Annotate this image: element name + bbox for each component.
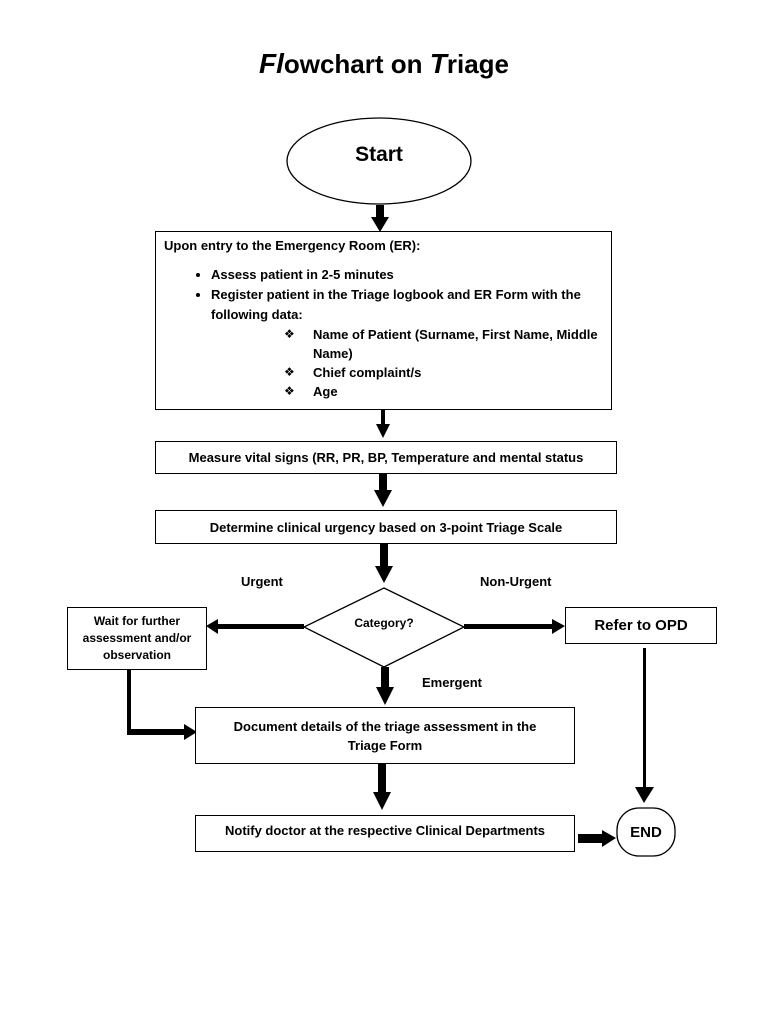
entry-bullet: Register patient in the Triage logbook a… [211, 285, 603, 325]
arrow-vital-urgency [379, 474, 387, 492]
entry-subitem-text: Age [313, 384, 338, 399]
arrow-wait-document [127, 729, 185, 735]
entry-subitem: ❖ Name of Patient (Surname, First Name, M… [284, 325, 603, 363]
page-title: Flowchart on Triage [0, 48, 768, 80]
entry-box: Upon entry to the Emergency Room (ER): A… [155, 231, 612, 410]
arrow-decision-wait [216, 624, 304, 629]
start-label: Start [355, 143, 403, 166]
arrow-decision-refer [464, 624, 554, 629]
urgent-label: Urgent [241, 574, 283, 589]
urgency-box: Determine clinical urgency based on 3-po… [155, 510, 617, 544]
notify-box: Notify doctor at the respective Clinical… [195, 815, 575, 852]
entry-subitems: ❖ Name of Patient (Surname, First Name, M… [164, 325, 603, 401]
arrow-notify-end [578, 834, 604, 843]
emergent-label: Emergent [422, 675, 482, 690]
end-terminator [616, 807, 676, 857]
end-label: END [630, 823, 662, 841]
arrow-entry-vital [381, 410, 385, 426]
diamond-bullet-icon: ❖ [284, 365, 295, 379]
start-ellipse [286, 117, 472, 205]
arrow-decision-document [381, 667, 389, 689]
refer-box: Refer to OPD [565, 607, 717, 644]
title-part-1: owchart on [283, 49, 430, 79]
title-cap-2: T [429, 48, 447, 79]
arrow-urgency-decision [380, 544, 388, 568]
document-box: Document details of the triage assessmen… [195, 707, 575, 764]
entry-heading: Upon entry to the Emergency Room (ER): [164, 238, 421, 253]
diamond-bullet-icon: ❖ [284, 327, 295, 341]
title-part-2: riage [446, 49, 510, 79]
entry-subitem-text: Name of Patient (Surname, First Name, Mi… [313, 327, 598, 361]
arrow-document-notify [378, 763, 386, 793]
wait-box: Wait for further assessment and/or obser… [67, 607, 207, 670]
arrow-start-entry [376, 205, 384, 219]
vital-signs-box: Measure vital signs (RR, PR, BP, Tempera… [155, 441, 617, 474]
arrow-refer-end [643, 648, 646, 788]
line-wait-down [127, 669, 131, 735]
entry-bullet: Assess patient in 2-5 minutes [211, 265, 603, 285]
non-urgent-label: Non-Urgent [480, 574, 552, 589]
entry-subitem: ❖ Chief complaint/s [284, 363, 603, 382]
diamond-bullet-icon: ❖ [284, 384, 295, 398]
title-cap-1: Fl [258, 48, 284, 79]
decision-label: Category? [354, 616, 414, 630]
entry-subitem: ❖ Age [284, 382, 603, 401]
entry-subitem-text: Chief complaint/s [313, 365, 422, 380]
entry-bullets: Assess patient in 2-5 minutes Register p… [164, 265, 603, 325]
